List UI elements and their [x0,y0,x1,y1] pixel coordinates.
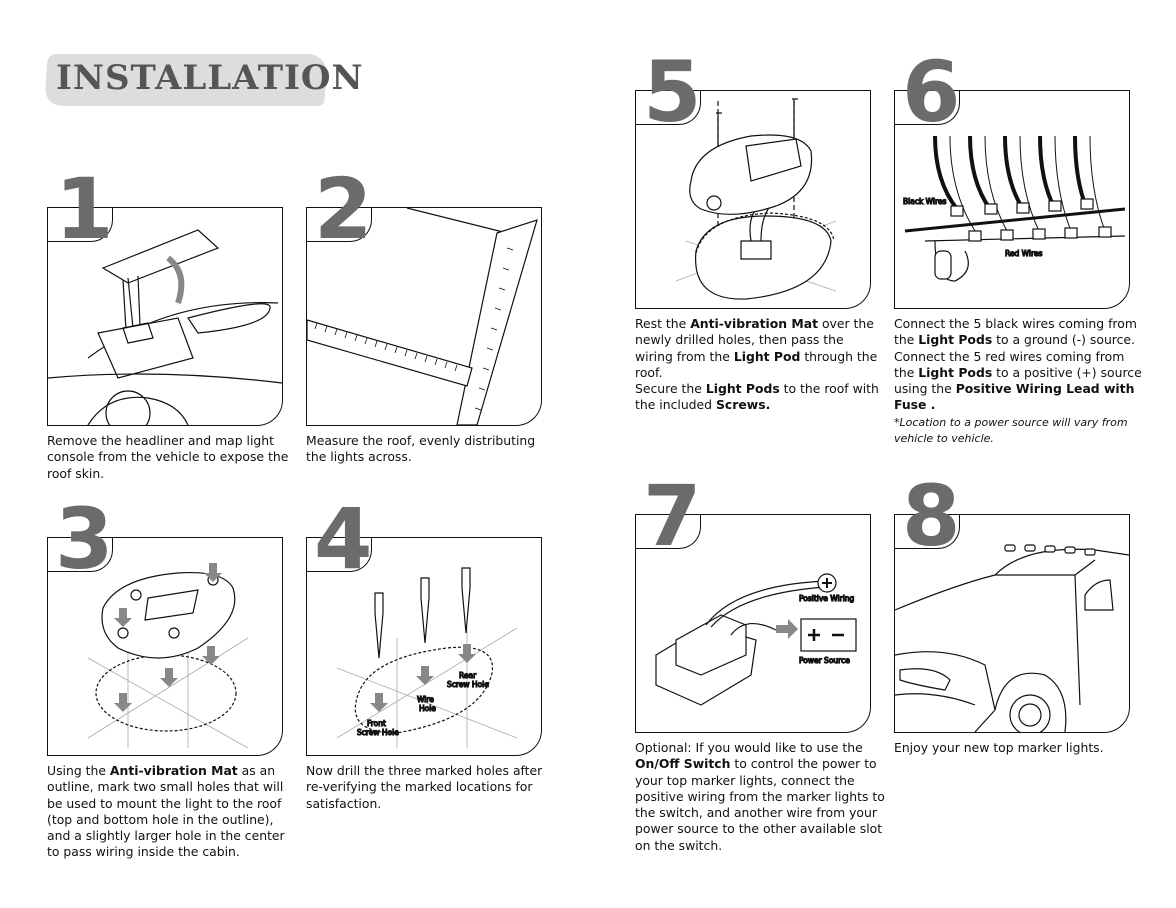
description-text: Connect the 5 red wires coming from the [894,348,1125,380]
step-number: 5 [643,43,702,141]
step-description: Connect the 5 black wires coming from th… [894,316,1144,446]
emphasis-text: Light Pods [705,381,780,397]
step-description: Rest the Anti-vibration Mat over the new… [635,316,885,414]
description-text: Remove the headliner and map light conso… [47,433,289,481]
red-wires-label: Red Wires [1005,249,1043,258]
page-title: INSTALLATION [56,58,364,98]
description-text: Connect the 5 black wires coming from th… [894,316,1137,348]
step-description: Enjoy your new top marker lights. [894,740,1144,756]
step-description: Measure the roof, evenly distributing th… [306,433,556,466]
front-screw-hole-label-2: Screw Hole [357,728,399,737]
description-text: Rest the [635,316,691,331]
step-number: 3 [55,490,114,588]
power-source-label: Power Source [799,656,850,665]
description-text: over the newly drilled holes, then pass … [635,316,874,364]
step-description: Now drill the three marked holes after r… [306,763,556,812]
description-text: Secure the [635,381,706,397]
emphasis-text: Anti-vibration Mat [109,763,238,778]
description-text: Measure the roof, evenly distributing th… [306,433,536,465]
black-wires-label: Black Wires [903,197,947,206]
description-text: to a ground (-) source. [992,332,1135,348]
wire-hole-label-2: Hole [419,704,436,713]
step-8-illustration [894,514,1130,733]
title-banner: INSTALLATION [44,50,363,112]
step-7-illustration: Positive Wiring Power Source [635,514,871,733]
step-number: 8 [902,467,961,565]
wire-hole-label: Wire [417,695,434,704]
description-text: Optional: If you would like to use the [635,740,863,755]
description-text: through the roof. [635,348,878,380]
front-screw-hole-label: Front [367,719,386,728]
emphasis-text: Anti-vibration Mat [690,316,819,331]
step-3-illustration [47,537,283,756]
description-text: as an outline, mark two small holes that… [47,763,285,860]
step-number: 6 [902,43,961,141]
step-number: 1 [55,160,114,258]
emphasis-text: Light Pod [733,348,801,364]
emphasis-text: Light Pods [918,364,993,380]
description-text: to control the power to your top marker … [635,756,885,853]
step-2-illustration [306,207,542,426]
description-text: Enjoy your new top marker lights. [894,740,1104,755]
step-6-illustration: Black Wires Red Wires [894,90,1130,309]
emphasis-text: *Location to a power source will vary fr… [894,415,1128,446]
emphasis-text: Screws. [715,397,771,413]
emphasis-text: On/Off Switch [635,756,731,772]
step-number: 4 [314,490,373,588]
description-text: Now drill the three marked holes after r… [306,763,543,811]
step-description: Remove the headliner and map light conso… [47,433,297,482]
emphasis-text: Light Pods [918,332,993,348]
description-text: to the roof with the included [635,381,879,413]
rear-screw-hole-label-2: Screw Hole [447,680,489,689]
step-4-illustration: Front Screw Hole Wire Hole Rear Screw Ho… [306,537,542,756]
step-number: 7 [643,467,702,565]
step-description: Optional: If you would like to use the O… [635,740,885,854]
step-1-illustration [47,207,283,426]
step-number: 2 [314,160,373,258]
step-5-illustration [635,90,871,309]
emphasis-text: Positive Wiring Lead with Fuse . [894,381,1135,413]
description-text: Using the [47,763,110,778]
step-description: Using the Anti-vibration Mat as an outli… [47,763,297,861]
positive-wiring-label: Positive Wiring [799,594,855,603]
rear-screw-hole-label: Rear [459,671,477,680]
description-text: to a positive (+) source using the [894,364,1142,397]
